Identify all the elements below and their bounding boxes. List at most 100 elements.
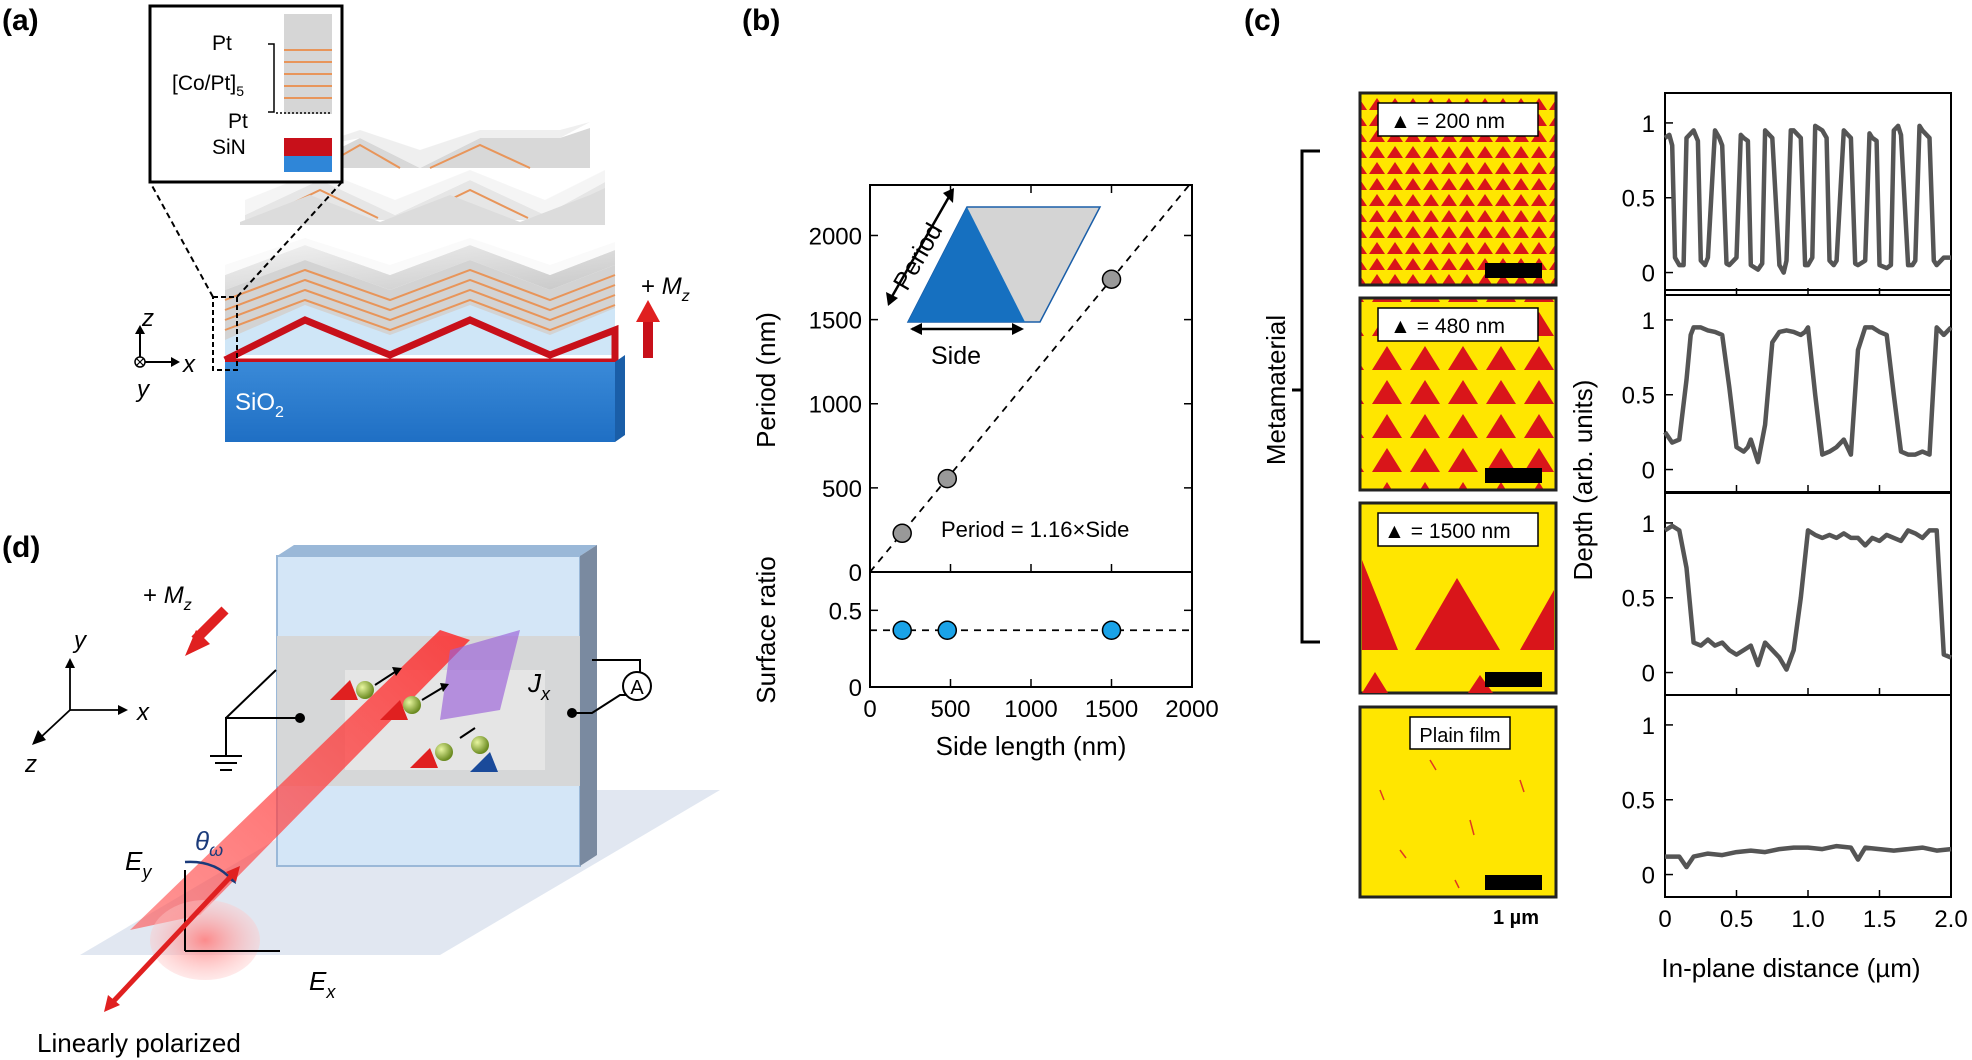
substrate-label: SiO2 [235,389,284,421]
data-point [892,523,912,544]
x-tick-label: 2000 [1165,696,1218,723]
y-tick-label: 1 [1642,308,1655,335]
c-ylabel: Depth (arb. units) [1568,380,1598,581]
depth-profile-line [1663,523,1952,672]
y-tick-label: 0 [1642,261,1655,288]
y-tick-label: 1 [1642,111,1655,138]
b-xlabel: Side length (nm) [936,731,1127,761]
x-tick-label: 1500 [1085,696,1138,723]
ammeter-label: A [630,677,644,699]
afm-image-1500nm: ▲= 1500 nm [1358,501,1558,695]
fit-line [869,184,1190,573]
y-tick-label: 0 [849,675,862,702]
svg-text:y: y [135,376,151,403]
svg-text:▲= 200 nm: ▲= 200 nm [1390,110,1505,133]
theta-label: θω [195,826,223,860]
ey-label: Ey [125,846,152,882]
afm-image-480nm: ▲= 480 nm [1358,296,1558,492]
panel-d-axes: y x z [24,627,150,778]
data-point [1101,269,1122,289]
x-tick-label: 500 [930,696,970,723]
data-point [937,468,958,489]
y-tick-label: 0 [1642,661,1655,688]
data-point [1101,620,1122,641]
y-tick-label: 1500 [809,308,862,335]
y-tick-label: 0.5 [1622,788,1655,815]
y-tick-label: 2000 [809,223,862,250]
inset-side-label: Side [931,342,981,370]
panel-label-a: (a) [2,4,39,37]
svg-text:▲= 480 nm: ▲= 480 nm [1390,315,1505,338]
scale-bar [1485,875,1542,890]
y-tick-label: 0 [1642,863,1655,890]
panel-label-d: (d) [2,531,40,564]
profile-frame [1664,694,1952,898]
b-top-ylabel: Period (nm) [751,312,781,448]
x-tick-label: 1000 [1004,696,1057,723]
period-side-inset: Period Side [886,188,1102,370]
panel-a-axes: z x y [134,305,196,403]
magnetization-arrow-icon [185,606,229,656]
laser-beam [130,630,470,930]
b-bot-ylabel: Surface ratio [751,556,781,703]
panel-c: Metamaterial ▲= 200 nm ▲= 480 nm ▲= 1500… [1261,91,1968,983]
afm-image-plain-film: Plain film [1358,705,1558,899]
y-tick-label: 0 [1642,458,1655,485]
beam-label: Linearly polarized [37,1028,241,1058]
scale-bar-label: 1 µm [1493,907,1539,929]
polarization-arrow-icon [108,870,237,1007]
panel-d: A Jx + Mz y x z θω Ey Ex Linearl [24,545,720,1058]
y-tick-label: 500 [822,476,862,503]
panel-label-c: (c) [1244,4,1281,37]
y-tick-label: 0.5 [1622,383,1655,410]
x-tick-label: 2.0 [1934,906,1967,933]
inset-pt-top: Pt [212,32,232,55]
scale-bar [1485,263,1542,278]
surface-ratio-plot: 0 0.5 0 500 1000 1500 2000 [829,598,1219,723]
svg-text:x: x [182,351,196,378]
svg-text:x: x [136,699,150,726]
afm-image-200nm: ▲= 200 nm [1358,91,1558,287]
period-vs-side-plot: 0 500 1000 1500 2000 [809,184,1193,587]
x-tick-label: 1.0 [1791,906,1824,933]
profile-frame [1664,492,1952,696]
panel-b: 0 500 1000 1500 2000 0 0.5 0 500 1000 1500 2000 Pe… [751,184,1219,761]
spin-cone-icon [330,667,498,772]
substrate [225,362,615,442]
y-tick-label: 0.5 [1622,586,1655,613]
svg-text:y: y [72,627,88,654]
jx-label: Jx [527,668,551,704]
y-tick-label: 0.5 [829,598,862,625]
y-tick-label: 0 [849,560,862,587]
panel-a-structure: SiO2 Pt [Co/Pt]5 Pt SiN z x [134,4,690,442]
data-point [937,620,958,641]
c-xlabel: In-plane distance (µm) [1661,953,1920,983]
svg-text:z: z [24,751,37,778]
y-tick-label: 0.5 [1622,186,1655,213]
svg-text:Plain film: Plain film [1419,725,1500,747]
scale-bar [1485,468,1542,483]
y-tick-label: 1000 [809,392,862,419]
depth-profile-line [1663,325,1953,465]
ammeter-icon [622,671,652,701]
svg-text:z: z [141,305,154,332]
depth-profile-line [1663,123,1951,275]
magnetization-arrow-icon [636,300,660,358]
x-tick-label: 1.5 [1863,906,1896,933]
data-point [892,620,912,641]
ex-label: Ex [309,966,336,1002]
scale-bar [1485,672,1542,687]
inset-sin: SiN [212,136,246,159]
y-tick-label: 1 [1642,713,1655,740]
mz-label-a: + Mz [641,273,690,305]
panel-label-b: (b) [742,4,780,37]
fit-equation: Period = 1.16×Side [941,517,1129,542]
inset-copt: [Co/Pt]5 [172,72,244,99]
profile-frame [1664,289,1952,493]
depth-profile-line [1665,843,1952,870]
x-tick-label: 0.5 [1720,906,1753,933]
metamaterial-label: Metamaterial [1261,315,1291,465]
x-tick-label: 0 [863,696,876,723]
